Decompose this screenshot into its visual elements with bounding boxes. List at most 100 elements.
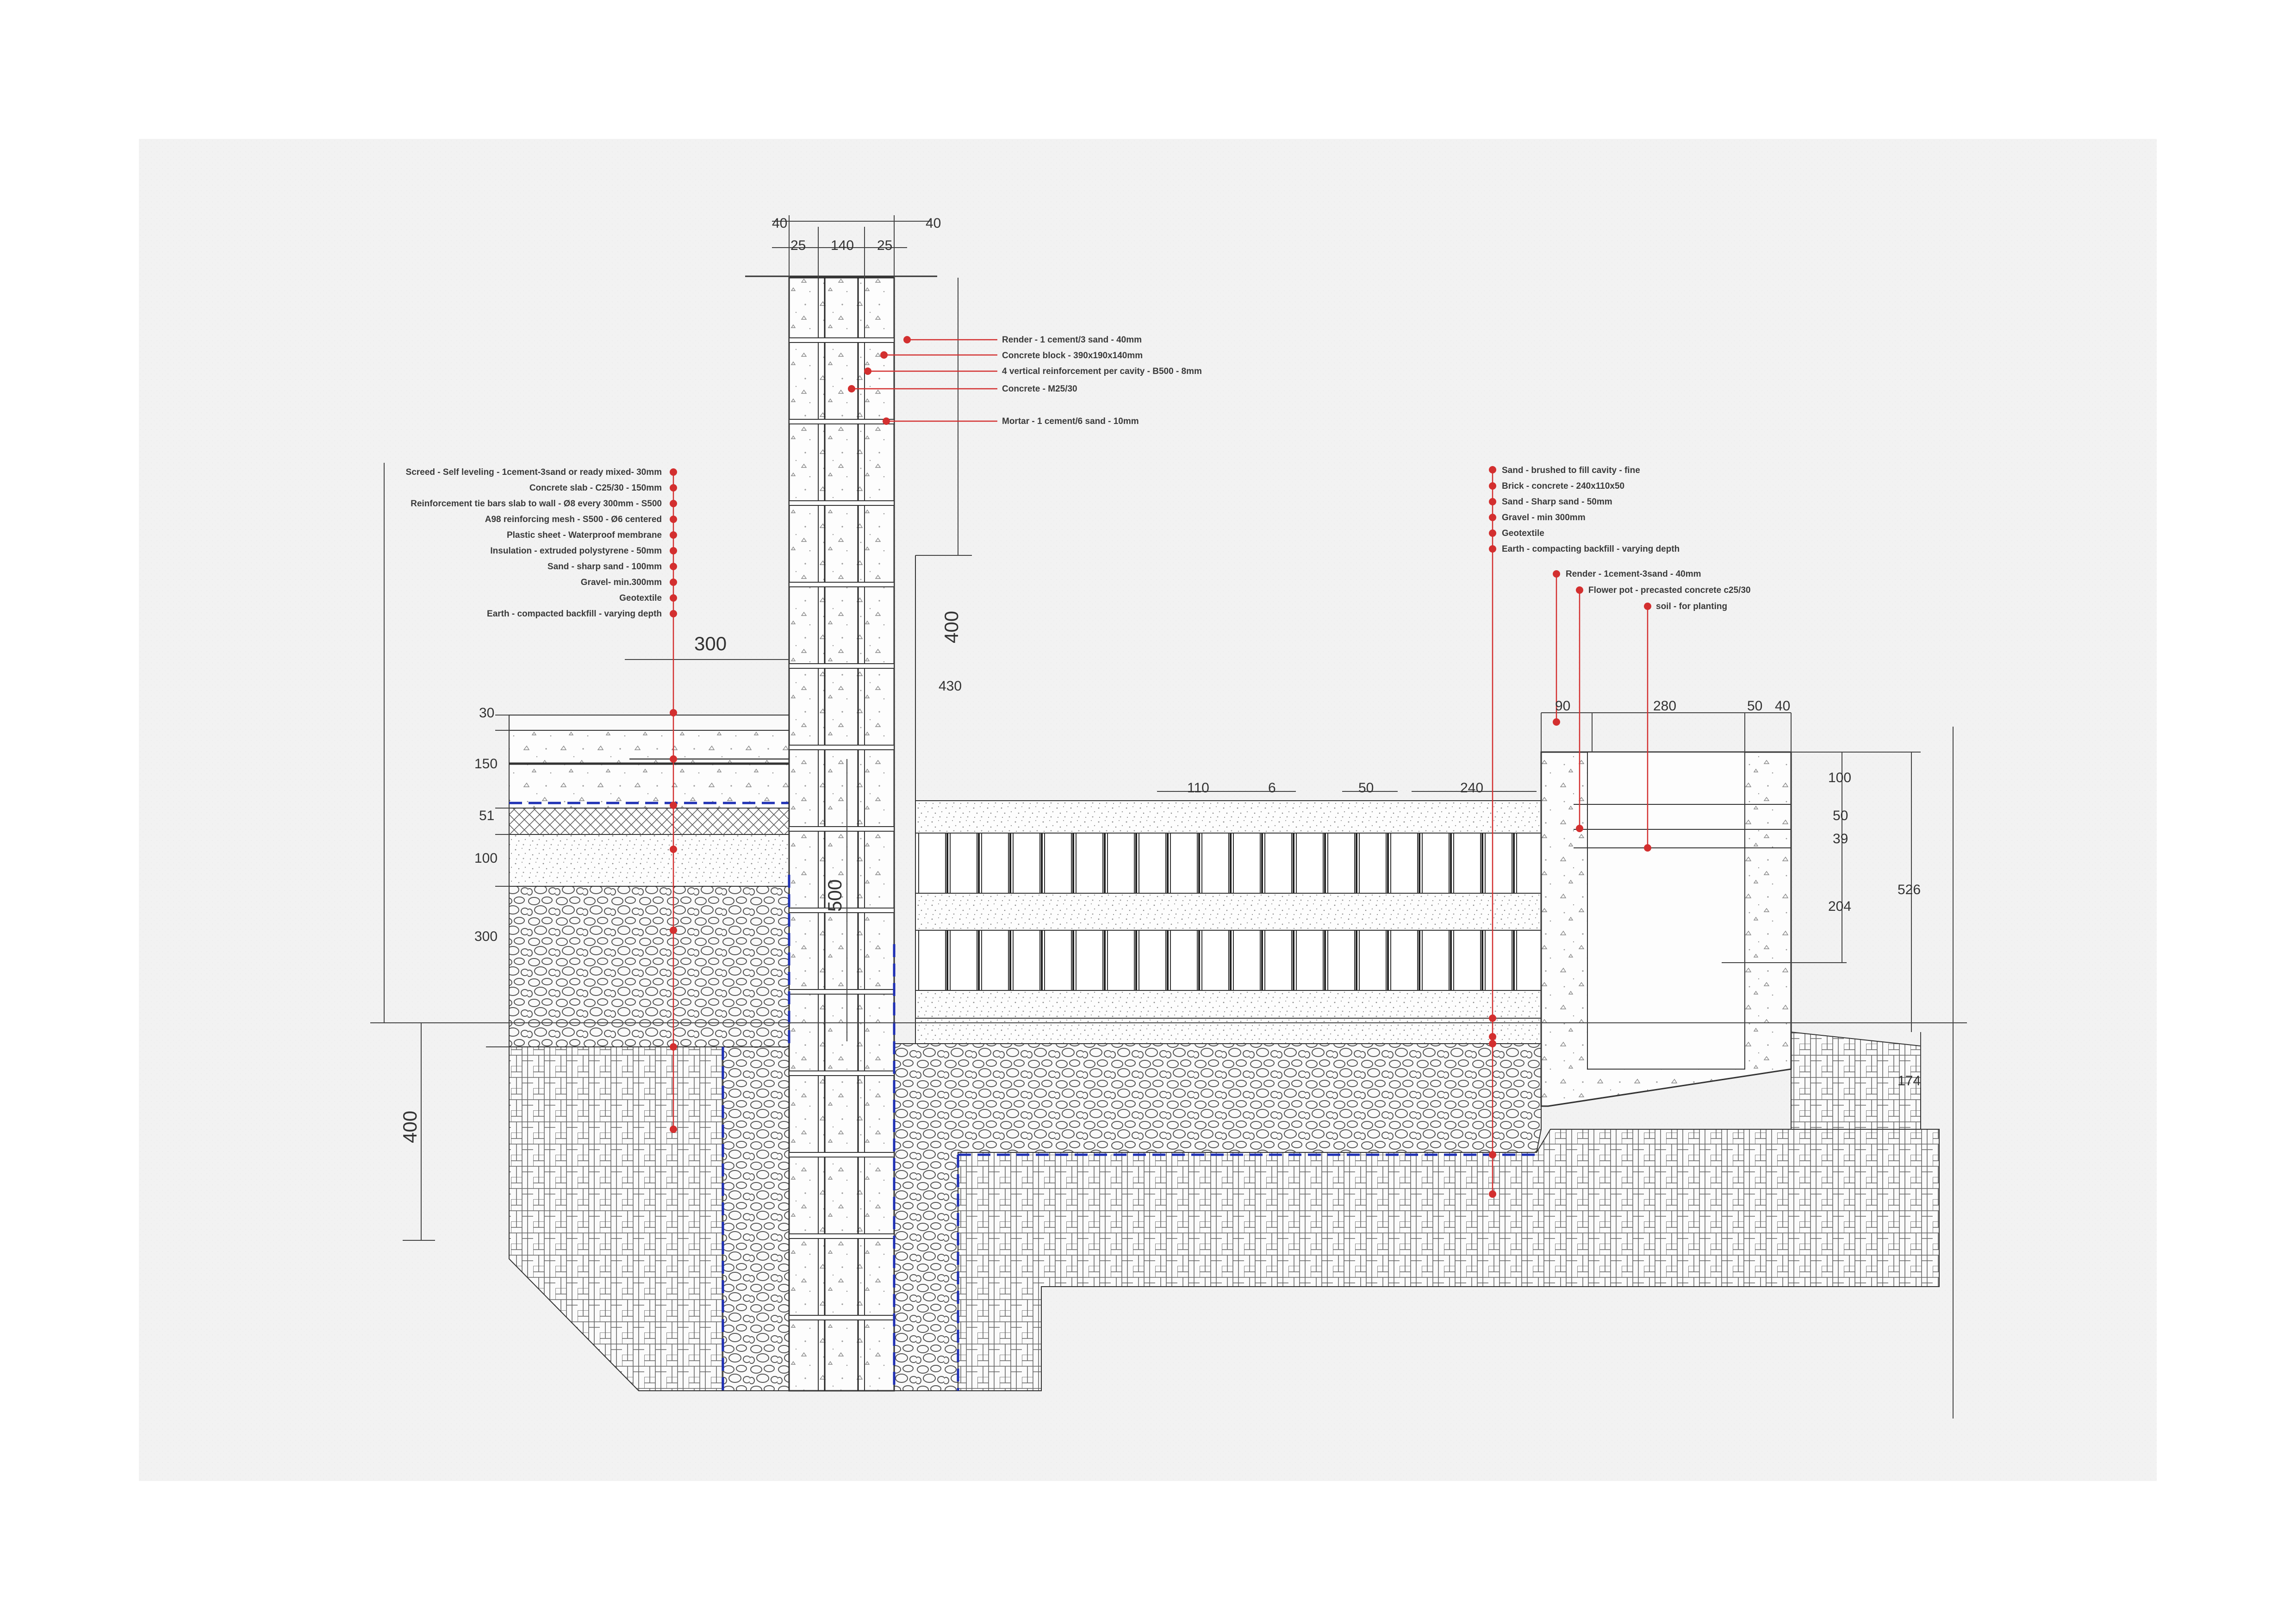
dim-pot-50: 50 bbox=[1747, 698, 1762, 714]
paving-brick bbox=[1107, 833, 1135, 894]
paving-brick bbox=[1516, 833, 1544, 894]
paving-brick bbox=[950, 930, 977, 991]
annotation-dot bbox=[1576, 825, 1583, 832]
annotation-dot bbox=[1489, 545, 1496, 553]
dim-wall-40-right: 40 bbox=[926, 216, 941, 231]
paving-brick bbox=[1327, 833, 1355, 894]
annotation-dot bbox=[670, 927, 677, 934]
paving-brick bbox=[1264, 833, 1292, 894]
paving-brick bbox=[1201, 930, 1229, 991]
dim-pot-204: 204 bbox=[1828, 899, 1851, 914]
annotation-dot bbox=[1553, 718, 1560, 726]
mortar-joint bbox=[789, 1315, 895, 1320]
dim-floor-300: 300 bbox=[694, 633, 727, 654]
dim-pot-280: 280 bbox=[1653, 698, 1676, 714]
annotation-dot bbox=[1489, 529, 1496, 537]
note-paving-earth: Earth - compacting backfill - varying de… bbox=[1502, 544, 1680, 554]
annotation-dot bbox=[670, 802, 677, 809]
note-insulation: Insulation - extruded polystyrene - 50mm bbox=[490, 546, 662, 556]
note-earth: Earth - compacted backfill - varying dep… bbox=[487, 609, 662, 619]
note-gravel: Gravel- min.300mm bbox=[581, 578, 662, 587]
paving-brick bbox=[1390, 930, 1418, 991]
dim-sand-100: 100 bbox=[474, 851, 498, 866]
dim-brick-50: 50 bbox=[1358, 780, 1374, 796]
mortar-joint bbox=[789, 745, 895, 750]
paving-brick bbox=[1233, 930, 1261, 991]
paving-brick bbox=[1076, 930, 1103, 991]
floor-notes: Screed - Self leveling - 1cement-3sand o… bbox=[406, 467, 662, 619]
note-plastic-sheet: Plastic sheet - Waterproof membrane bbox=[507, 530, 662, 540]
paving-notes: Sand - brushed to fill cavity - fine Bri… bbox=[1502, 466, 1680, 554]
annotation-dot bbox=[670, 516, 677, 523]
paving-brick bbox=[1201, 833, 1229, 894]
paving-brick bbox=[1516, 930, 1544, 991]
mortar-joint bbox=[789, 500, 895, 506]
note-flower-pot: Flower pot - precasted concrete c25/30 bbox=[1588, 585, 1751, 595]
mortar-joint bbox=[789, 826, 895, 832]
paving-brick bbox=[1485, 930, 1512, 991]
note-paving-sand: Sand - brushed to fill cavity - fine bbox=[1502, 466, 1640, 475]
annotation-dot bbox=[1489, 1033, 1496, 1040]
paving-brick bbox=[918, 833, 946, 894]
paving-brick bbox=[950, 833, 977, 894]
note-mortar: Mortar - 1 cement/6 sand - 10mm bbox=[1002, 417, 1139, 426]
paving-bricks bbox=[915, 800, 1546, 1019]
annotation-dot bbox=[670, 755, 677, 763]
paving-sand-bed bbox=[915, 1018, 1542, 1044]
mortar-joint bbox=[789, 1152, 895, 1157]
annotation-dot bbox=[1489, 482, 1496, 490]
mortar-joints bbox=[789, 337, 895, 1320]
floor-screed-layer bbox=[509, 715, 790, 731]
paving-brick bbox=[1453, 833, 1481, 894]
paving-brick bbox=[1044, 833, 1072, 894]
note-paving-gravel: Gravel - min 300mm bbox=[1502, 513, 1586, 523]
dim-gravel-300: 300 bbox=[474, 929, 498, 944]
annotation-dot bbox=[1489, 1151, 1496, 1158]
annotation-dot bbox=[670, 846, 677, 853]
dim-pot-39: 39 bbox=[1833, 831, 1848, 846]
annotation-dots bbox=[670, 336, 1651, 1198]
paving-brick bbox=[1013, 930, 1040, 991]
note-geotextile: Geotextile bbox=[619, 593, 662, 603]
paving-brick bbox=[1327, 930, 1355, 991]
dim-wall-140: 140 bbox=[831, 238, 854, 253]
dim-screed-30: 30 bbox=[479, 705, 494, 721]
annotation-dot bbox=[1489, 1014, 1496, 1022]
annotation-dot bbox=[1489, 1190, 1496, 1198]
dim-joint-6: 6 bbox=[1268, 780, 1276, 796]
dim-pot-50-right: 50 bbox=[1833, 808, 1848, 823]
paving-brick bbox=[1170, 930, 1198, 991]
note-tie-bars: Reinforcement tie bars slab to wall - Ø8… bbox=[411, 499, 662, 509]
dim-footing-500: 500 bbox=[824, 879, 846, 912]
paving-brick bbox=[1359, 833, 1387, 894]
dim-wall-400: 400 bbox=[940, 611, 962, 643]
note-vertical-reinforcement: 4 vertical reinforcement per cavity - B5… bbox=[1002, 367, 1202, 376]
dim-wall-25-right: 25 bbox=[877, 238, 892, 253]
paving-brick bbox=[981, 930, 1009, 991]
paving-brick bbox=[1264, 930, 1292, 991]
paving-brick bbox=[1390, 833, 1418, 894]
paving-brick bbox=[1296, 833, 1324, 894]
annotation-dot bbox=[670, 1043, 677, 1051]
annotation-dot bbox=[670, 1126, 677, 1133]
annotation-dot bbox=[1489, 1040, 1496, 1047]
paving-brick bbox=[1422, 833, 1450, 894]
floor-insulation-layer bbox=[509, 808, 790, 835]
dim-slab-150: 150 bbox=[474, 756, 498, 772]
mortar-joint bbox=[789, 582, 895, 587]
paving-brick bbox=[1044, 930, 1072, 991]
annotation-dot bbox=[670, 610, 677, 617]
annotation-dot bbox=[670, 709, 677, 716]
note-concrete-block: Concrete block - 390x190x140mm bbox=[1002, 351, 1143, 361]
paving-membrane bbox=[957, 1153, 1541, 1391]
dim-pot-174: 174 bbox=[1898, 1073, 1921, 1089]
mortar-joint bbox=[789, 989, 895, 995]
floor-concrete-slab bbox=[509, 730, 790, 809]
note-paving-geotextile: Geotextile bbox=[1502, 529, 1544, 538]
paving-brick bbox=[918, 930, 946, 991]
footing-gravel-left bbox=[722, 1046, 790, 1391]
annotation-dot bbox=[670, 468, 677, 476]
dim-pot-90: 90 bbox=[1555, 698, 1570, 714]
paving-brick bbox=[1296, 930, 1324, 991]
concrete-block-wall bbox=[788, 277, 895, 1392]
